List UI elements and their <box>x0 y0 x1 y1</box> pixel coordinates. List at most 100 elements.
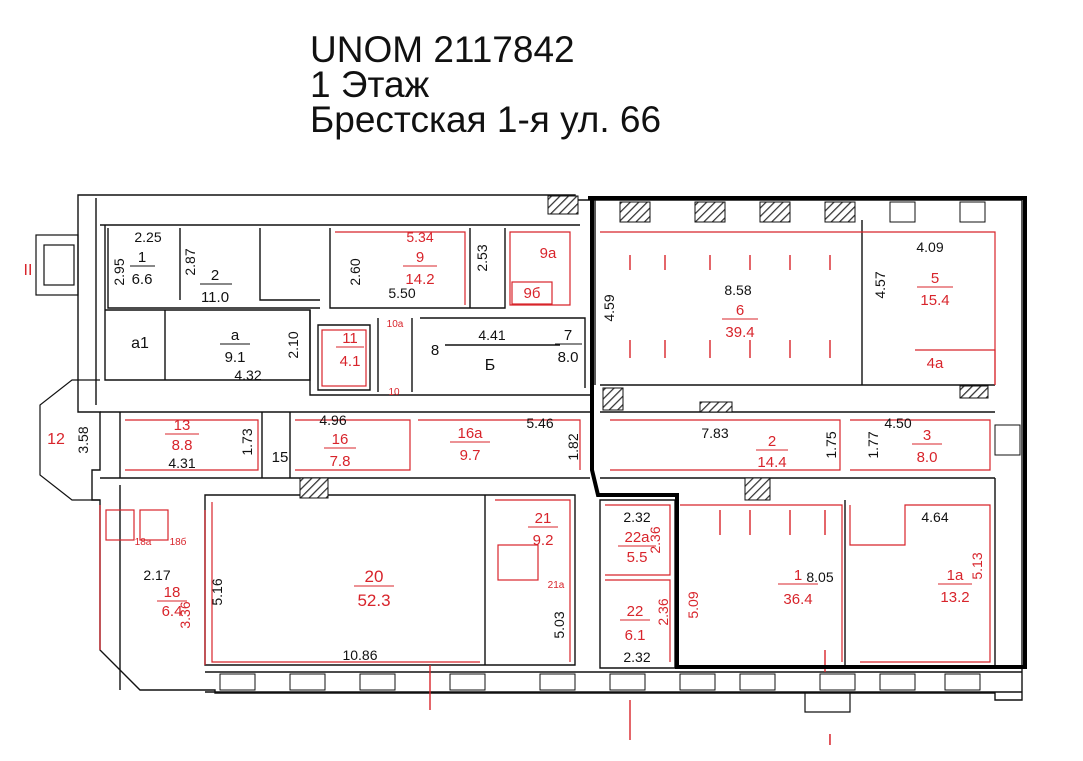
room-9b-num: 9б <box>524 285 541 302</box>
entrances <box>35 234 851 713</box>
windows-bottom <box>219 673 981 691</box>
dim-2-36-a: 2.36 <box>647 526 663 553</box>
room-9a-num: 9а <box>540 245 557 262</box>
dim-10-86: 10.86 <box>342 647 377 663</box>
room-a-num: а <box>231 327 240 344</box>
room-11-area: 4.1 <box>340 353 361 370</box>
room-16-area: 7.8 <box>330 453 351 470</box>
room-2-num: 2 <box>211 267 219 284</box>
dim-4-64: 4.64 <box>921 509 948 525</box>
label-roman-2: II <box>24 262 33 279</box>
room-2r-num: 2 <box>768 433 776 450</box>
black-labels: 1 6.6 2 11.0 а 9.1 7 8.0 а1 Б 8 15 2.25 … <box>75 229 949 665</box>
dim-4-09: 4.09 <box>916 239 943 255</box>
dim-1-75: 1.75 <box>823 431 839 458</box>
room-6-num: 6 <box>736 302 744 319</box>
room-2r-area: 14.4 <box>757 454 786 471</box>
room-1r-num: 1 <box>794 567 802 584</box>
room-9-dim: 5.34 <box>406 229 433 245</box>
room-16a-area: 9.7 <box>460 447 481 464</box>
dim-1-82: 1.82 <box>565 433 581 460</box>
building-walls <box>77 194 1023 701</box>
room-16a-num: 16а <box>457 425 483 442</box>
dim-4-32: 4.32 <box>234 367 261 383</box>
dim-3-58: 3.58 <box>75 426 91 453</box>
room-20-num: 20 <box>365 567 384 586</box>
room-18-num: 18 <box>164 584 181 601</box>
room-1r-area: 36.4 <box>783 591 812 608</box>
dim-4-57: 4.57 <box>872 271 888 298</box>
dim-4-59: 4.59 <box>601 294 617 321</box>
dim-2-60: 2.60 <box>347 258 363 285</box>
dim-5-50: 5.50 <box>388 285 415 301</box>
red-labels: 5.34 9 14.2 9а 9б 6 39.4 5 15.4 11 4.1 1… <box>24 229 985 749</box>
room-1a-num: 1а <box>947 567 964 584</box>
dim-4-31: 4.31 <box>168 455 195 471</box>
room-22-area: 6.1 <box>625 627 646 644</box>
dim-5-46: 5.46 <box>526 415 553 431</box>
dim-8-58: 8.58 <box>724 282 751 298</box>
room-16-num: 16 <box>332 431 349 448</box>
room-1a-area: 13.2 <box>940 589 969 606</box>
room-7-num: 7 <box>564 327 572 344</box>
label-8: 8 <box>431 342 439 359</box>
room-9-num: 9 <box>416 249 424 266</box>
room-3-num: 3 <box>923 427 931 444</box>
label-4a: 4а <box>927 355 944 372</box>
room-18-area: 6.4 <box>162 603 183 620</box>
dim-3-36: 3.36 <box>177 601 193 628</box>
dim-2-32-bottom: 2.32 <box>623 649 650 665</box>
label-15: 15 <box>272 449 289 466</box>
room-5-num: 5 <box>931 270 939 287</box>
room-22-num: 22 <box>627 603 644 620</box>
dim-4-41: 4.41 <box>478 327 505 343</box>
label-roman-1: I <box>828 732 832 749</box>
room-21-num: 21 <box>535 510 552 527</box>
label-12: 12 <box>47 431 65 448</box>
dim-2-32-top: 2.32 <box>623 509 650 525</box>
dim-2-53: 2.53 <box>474 244 490 271</box>
dim-5-16: 5.16 <box>209 578 225 605</box>
room-20-area: 52.3 <box>357 591 390 610</box>
room-a-area: 9.1 <box>225 349 246 366</box>
dim-2-36-b: 2.36 <box>655 598 671 625</box>
dim-5-13: 5.13 <box>969 552 985 579</box>
dim-4-96: 4.96 <box>319 412 346 428</box>
room-1-num: 1 <box>138 249 146 266</box>
floor-title: 1 Этаж <box>310 64 430 105</box>
room-22a-area: 5.5 <box>627 549 648 566</box>
label-21a: 21а <box>548 580 565 591</box>
room-22a-num: 22а <box>624 529 650 546</box>
label-a1: а1 <box>131 335 149 352</box>
room-21-area: 9.2 <box>533 532 554 549</box>
dim-5-09: 5.09 <box>685 591 701 618</box>
dim-8-05: 8.05 <box>806 569 833 585</box>
dim-2-95: 2.95 <box>111 258 127 285</box>
room-13-area: 8.8 <box>172 437 193 454</box>
plan-header: UNOM 2117842 1 Этаж Брестская 1-я ул. 66 <box>310 29 662 140</box>
hatched-blocks <box>299 385 1021 501</box>
room-2-area: 11.0 <box>201 289 229 306</box>
red-outlines <box>99 231 996 665</box>
dim-1-73: 1.73 <box>239 428 255 455</box>
address-title: Брестская 1-я ул. 66 <box>310 99 662 140</box>
label-18a: 18а <box>135 537 152 548</box>
room-11-num: 11 <box>342 330 358 347</box>
room-1-area: 6.6 <box>132 271 153 288</box>
dim-1-77: 1.77 <box>865 431 881 458</box>
dim-5-03: 5.03 <box>551 611 567 638</box>
unom-title: UNOM 2117842 <box>310 29 575 70</box>
dim-7-83: 7.83 <box>701 425 728 441</box>
label-10: 10 <box>388 387 400 398</box>
label-b: Б <box>485 357 496 374</box>
room-13-num: 13 <box>174 417 191 434</box>
room-3-area: 8.0 <box>917 449 938 466</box>
label-10a: 10а <box>387 319 404 330</box>
dim-2-17: 2.17 <box>143 567 170 583</box>
room-6-area: 39.4 <box>725 324 754 341</box>
highlight-boundary <box>588 196 1027 669</box>
room-5-area: 15.4 <box>920 292 949 309</box>
dim-4-50: 4.50 <box>884 415 911 431</box>
room-9-area: 14.2 <box>405 271 434 288</box>
